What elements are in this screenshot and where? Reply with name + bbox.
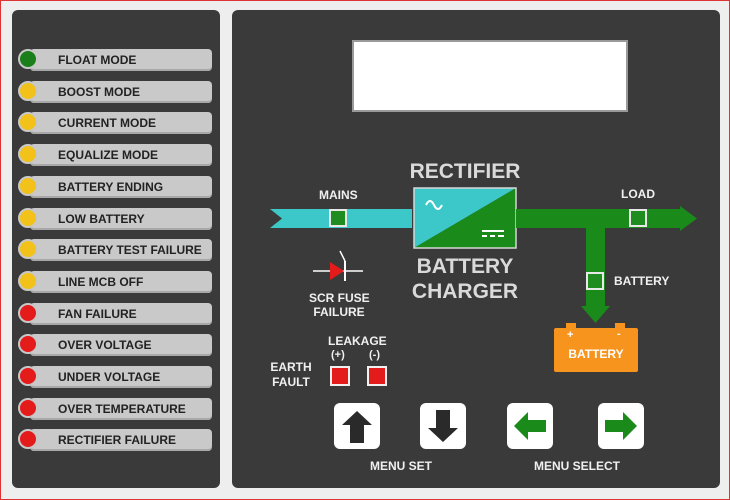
- status-row: OVER VOLTAGE: [18, 333, 214, 357]
- leakage-plus-indicator: [330, 366, 350, 386]
- status-row: OVER TEMPERATURE: [18, 397, 214, 421]
- status-label: FLOAT MODE: [58, 53, 137, 67]
- status-pill: OVER TEMPERATURE: [30, 397, 212, 420]
- battery-terminal-minus: [615, 323, 625, 329]
- status-row: RECTIFIER FAILURE: [18, 428, 214, 452]
- status-pill: BATTERY TEST FAILURE: [30, 239, 212, 262]
- status-row: LOW BATTERY: [18, 207, 214, 231]
- menu-set-label: MENU SET: [370, 459, 433, 473]
- status-led: [18, 334, 38, 355]
- ac-symbol-icon: [425, 200, 443, 210]
- status-led: [18, 429, 38, 450]
- load-line: [516, 206, 697, 231]
- status-led: [18, 302, 38, 323]
- status-led: [18, 49, 38, 69]
- menu-select-label: MENU SELECT: [534, 459, 621, 473]
- menu-set-up-button[interactable]: [334, 403, 380, 449]
- status-pill: UNDER VOLTAGE: [30, 366, 212, 388]
- rectifier-block-bottom: [414, 188, 516, 248]
- status-row: EQUALIZE MODE: [18, 143, 214, 167]
- status-row: BATTERY ENDING: [18, 175, 214, 199]
- battery-charger-line2: CHARGER: [411, 280, 519, 303]
- status-label: LOW BATTERY: [58, 211, 145, 226]
- battery-icon-label: BATTERY: [568, 347, 624, 361]
- status-label: BATTERY ENDING: [58, 179, 164, 194]
- arrow-up-icon: [342, 411, 372, 443]
- status-label: UNDER VOLTAGE: [58, 370, 161, 384]
- arrow-down-icon: [428, 410, 458, 442]
- status-label: OVER TEMPERATURE: [58, 401, 186, 416]
- status-led: [18, 112, 38, 133]
- battery-terminal-plus: [566, 323, 576, 329]
- menu-select-left-button[interactable]: [507, 403, 553, 449]
- status-label: OVER VOLTAGE: [58, 338, 152, 353]
- status-led: [18, 397, 38, 418]
- status-row: CURRENT MODE: [18, 111, 214, 135]
- battery-icon: + - BATTERY: [554, 328, 638, 372]
- load-label: LOAD: [621, 187, 655, 201]
- status-pill: OVER VOLTAGE: [30, 334, 212, 357]
- menu-set-down-button[interactable]: [420, 403, 466, 449]
- status-label: BOOST MODE: [58, 84, 141, 99]
- status-pill: FLOAT MODE: [30, 49, 212, 71]
- status-label: RECTIFIER FAILURE: [58, 433, 177, 448]
- status-led: [18, 175, 38, 196]
- load-indicator: [629, 209, 647, 227]
- scr-failure-label: FAILURE: [313, 305, 365, 319]
- leakage-minus-label: (-): [369, 349, 380, 361]
- status-led: [18, 270, 38, 291]
- earth-label: EARTH: [270, 360, 312, 374]
- battery-charger-line1: BATTERY: [416, 255, 514, 278]
- status-label: CURRENT MODE: [58, 116, 156, 131]
- battery-plus-sign: +: [567, 329, 574, 341]
- status-led: [18, 207, 38, 228]
- arrow-left-icon: [514, 412, 546, 440]
- status-pill: BOOST MODE: [30, 80, 212, 103]
- status-pill: LOW BATTERY: [30, 207, 212, 230]
- status-row: UNDER VOLTAGE: [18, 365, 214, 389]
- status-pill: FAN FAILURE: [30, 302, 212, 325]
- status-row: BATTERY TEST FAILURE: [18, 238, 214, 262]
- leakage-plus-label: (+): [331, 349, 345, 361]
- status-led: [18, 144, 38, 165]
- status-pill: EQUALIZE MODE: [30, 144, 212, 167]
- lcd-display: [352, 40, 628, 112]
- arrow-right-icon: [605, 412, 637, 440]
- battery-branch-indicator: [586, 272, 604, 290]
- menu-select-right-button[interactable]: [598, 403, 644, 449]
- battery-minus-sign: -: [617, 328, 621, 340]
- status-label: FAN FAILURE: [58, 306, 137, 321]
- status-led: [18, 80, 38, 101]
- fault-label: FAULT: [272, 375, 310, 389]
- battery-branch-label: BATTERY: [614, 274, 670, 288]
- status-led: [18, 366, 38, 386]
- status-row: LINE MCB OFF: [18, 270, 214, 294]
- status-pill: LINE MCB OFF: [30, 270, 212, 293]
- status-pill: BATTERY ENDING: [30, 175, 212, 198]
- leakage-minus-indicator: [367, 366, 387, 386]
- rectifier-label: RECTIFIER: [409, 160, 521, 183]
- status-row: BOOST MODE: [18, 80, 214, 104]
- status-label: LINE MCB OFF: [58, 274, 144, 289]
- mains-label: MAINS: [319, 188, 358, 202]
- status-label: EQUALIZE MODE: [58, 148, 159, 163]
- scr-fuse-label: SCR FUSE: [309, 291, 370, 305]
- leakage-label: LEAKAGE: [328, 334, 387, 348]
- mains-indicator: [329, 209, 347, 227]
- status-row: FAN FAILURE: [18, 302, 214, 326]
- status-row: FLOAT MODE: [18, 48, 214, 72]
- status-pill: RECTIFIER FAILURE: [30, 429, 212, 452]
- status-pill: CURRENT MODE: [30, 112, 212, 135]
- status-label: BATTERY TEST FAILURE: [58, 243, 202, 258]
- status-led: [18, 239, 38, 260]
